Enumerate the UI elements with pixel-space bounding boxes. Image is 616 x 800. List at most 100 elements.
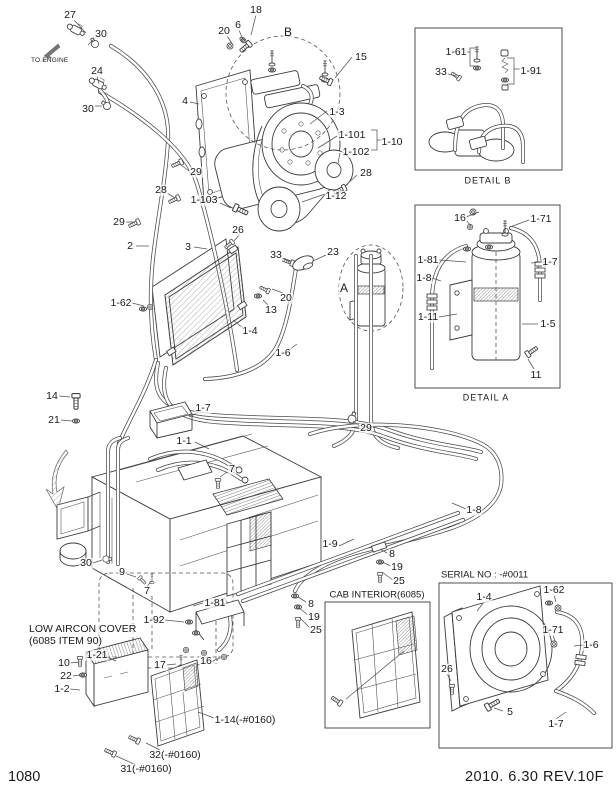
part-label-1-91: 1-91 xyxy=(519,64,543,77)
part-label-15: 15 xyxy=(354,50,368,63)
part-label-21: 21 xyxy=(47,413,61,426)
part-label-detail-a: DETAIL A xyxy=(461,392,511,403)
part-label-20: 20 xyxy=(217,24,231,37)
part-label-8: 8 xyxy=(307,597,315,610)
part-label-1-103: 1-103 xyxy=(189,193,219,206)
part-label-b: B xyxy=(282,25,294,39)
part-label-1-12: 1-12 xyxy=(324,189,348,202)
bottom-fittings xyxy=(178,599,245,668)
part-label-5: 5 xyxy=(506,705,514,718)
part-label-1-7: 1-7 xyxy=(541,255,559,268)
part-label-28: 28 xyxy=(154,183,168,196)
part-label-1-14-0160-: 1-14(-#0160) xyxy=(213,713,277,726)
part-label-1-2: 1-2 xyxy=(53,682,71,695)
airflow-arrow xyxy=(45,449,69,511)
cab-interior-box xyxy=(324,601,431,729)
part-label-22: 22 xyxy=(59,669,73,682)
part-label-33: 33 xyxy=(269,248,283,261)
part-label-1-92: 1-92 xyxy=(142,613,166,626)
part-label-1-11: 1-11 xyxy=(416,310,440,323)
hvac-unit xyxy=(45,401,323,613)
part-label-4: 4 xyxy=(181,94,189,107)
part-label-13: 13 xyxy=(264,303,278,316)
part-label-19: 19 xyxy=(390,560,404,573)
part-label-low-aircon-cover: LOW AIRCON COVER xyxy=(28,622,138,635)
part-label-1-62: 1-62 xyxy=(542,583,566,596)
part-label-25: 25 xyxy=(392,574,406,587)
part-label-26: 26 xyxy=(231,223,245,236)
page-number: 1080 xyxy=(8,769,41,785)
part-label-11: 11 xyxy=(529,368,543,381)
part-label-23: 23 xyxy=(326,245,340,258)
part-label-26: 26 xyxy=(440,662,454,675)
part-label--6085-item-90-: (6085 ITEM 90) xyxy=(28,634,103,647)
serial-no-box xyxy=(438,582,613,749)
part-label-1-81: 1-81 xyxy=(416,253,440,266)
part-label-31-0160-: 31(-#0160) xyxy=(119,762,173,775)
part-label-25: 25 xyxy=(309,623,323,636)
part-label-1-61: 1-61 xyxy=(444,45,468,58)
part-label-9: 9 xyxy=(118,565,126,578)
refrigerant-pipes-front xyxy=(217,410,504,652)
part-label-8: 8 xyxy=(388,547,396,560)
part-label-1-21: 1-21 xyxy=(85,648,109,661)
part-label-1-4: 1-4 xyxy=(241,324,259,337)
part-label-1-102: 1-102 xyxy=(341,145,371,158)
part-label-1-7: 1-7 xyxy=(194,401,212,414)
part-label-1-101: 1-101 xyxy=(337,128,367,141)
part-label-30: 30 xyxy=(94,27,108,40)
part-label-1-6: 1-6 xyxy=(274,346,292,359)
part-label-detail-b: DETAIL B xyxy=(463,175,513,186)
part-label-to-engine: TO ENGINE xyxy=(30,56,70,65)
part-label-1-62: 1-62 xyxy=(109,296,133,309)
part-label-1-1: 1-1 xyxy=(175,434,193,447)
part-label-1-10: 1-10 xyxy=(380,135,404,148)
part-label-32-0160-: 32(-#0160) xyxy=(148,748,202,761)
part-label-16: 16 xyxy=(453,211,467,224)
part-label-a: A xyxy=(338,281,350,295)
revision-text: 2010. 6.30 REV.10F xyxy=(464,769,604,785)
condenser xyxy=(164,244,248,366)
part-label-29: 29 xyxy=(112,215,126,228)
part-label-27: 27 xyxy=(63,8,77,21)
part-label-1-8: 1-8 xyxy=(415,271,433,284)
part-label-cab-interior-6085-: CAB INTERIOR(6085) xyxy=(328,589,426,601)
part-label-serial-no-0011: SERIAL NO : -#0011 xyxy=(440,569,530,581)
part-label-1-71: 1-71 xyxy=(541,623,565,636)
part-label-1-71: 1-71 xyxy=(529,212,553,225)
part-label-1-6: 1-6 xyxy=(582,638,600,651)
part-label-1-5: 1-5 xyxy=(539,317,557,330)
leader-lines xyxy=(58,14,584,765)
part-label-1-81: 1-81 xyxy=(203,596,227,609)
part-label-10: 10 xyxy=(57,656,71,669)
part-label-6: 6 xyxy=(234,18,242,31)
part-label-28: 28 xyxy=(359,166,373,179)
part-label-1-9: 1-9 xyxy=(321,537,339,550)
part-label-17: 17 xyxy=(153,658,167,671)
part-label-30: 30 xyxy=(81,102,95,115)
main-hardware xyxy=(71,35,348,586)
part-label-16: 16 xyxy=(199,654,213,667)
part-label-7: 7 xyxy=(143,584,151,597)
part-label-7: 7 xyxy=(228,462,236,475)
part-label-18: 18 xyxy=(249,3,263,16)
part-label-14: 14 xyxy=(45,389,59,402)
part-label-1-7: 1-7 xyxy=(547,717,565,730)
part-label-24: 24 xyxy=(90,64,104,77)
front-panel-1-14 xyxy=(103,659,205,758)
part-label-3: 3 xyxy=(184,240,192,253)
part-label-1-3: 1-3 xyxy=(328,105,346,118)
part-label-1-8: 1-8 xyxy=(465,503,483,516)
part-label-33: 33 xyxy=(434,65,448,78)
part-label-29: 29 xyxy=(359,421,373,434)
detail-b-box xyxy=(414,27,563,171)
part-label-2: 2 xyxy=(126,239,134,252)
detail-a-box xyxy=(414,204,561,389)
part-label-19: 19 xyxy=(307,610,321,623)
part-label-30: 30 xyxy=(79,556,93,569)
part-label-20: 20 xyxy=(279,291,293,304)
part-label-29: 29 xyxy=(189,165,203,178)
part-label-1-4: 1-4 xyxy=(475,590,493,603)
